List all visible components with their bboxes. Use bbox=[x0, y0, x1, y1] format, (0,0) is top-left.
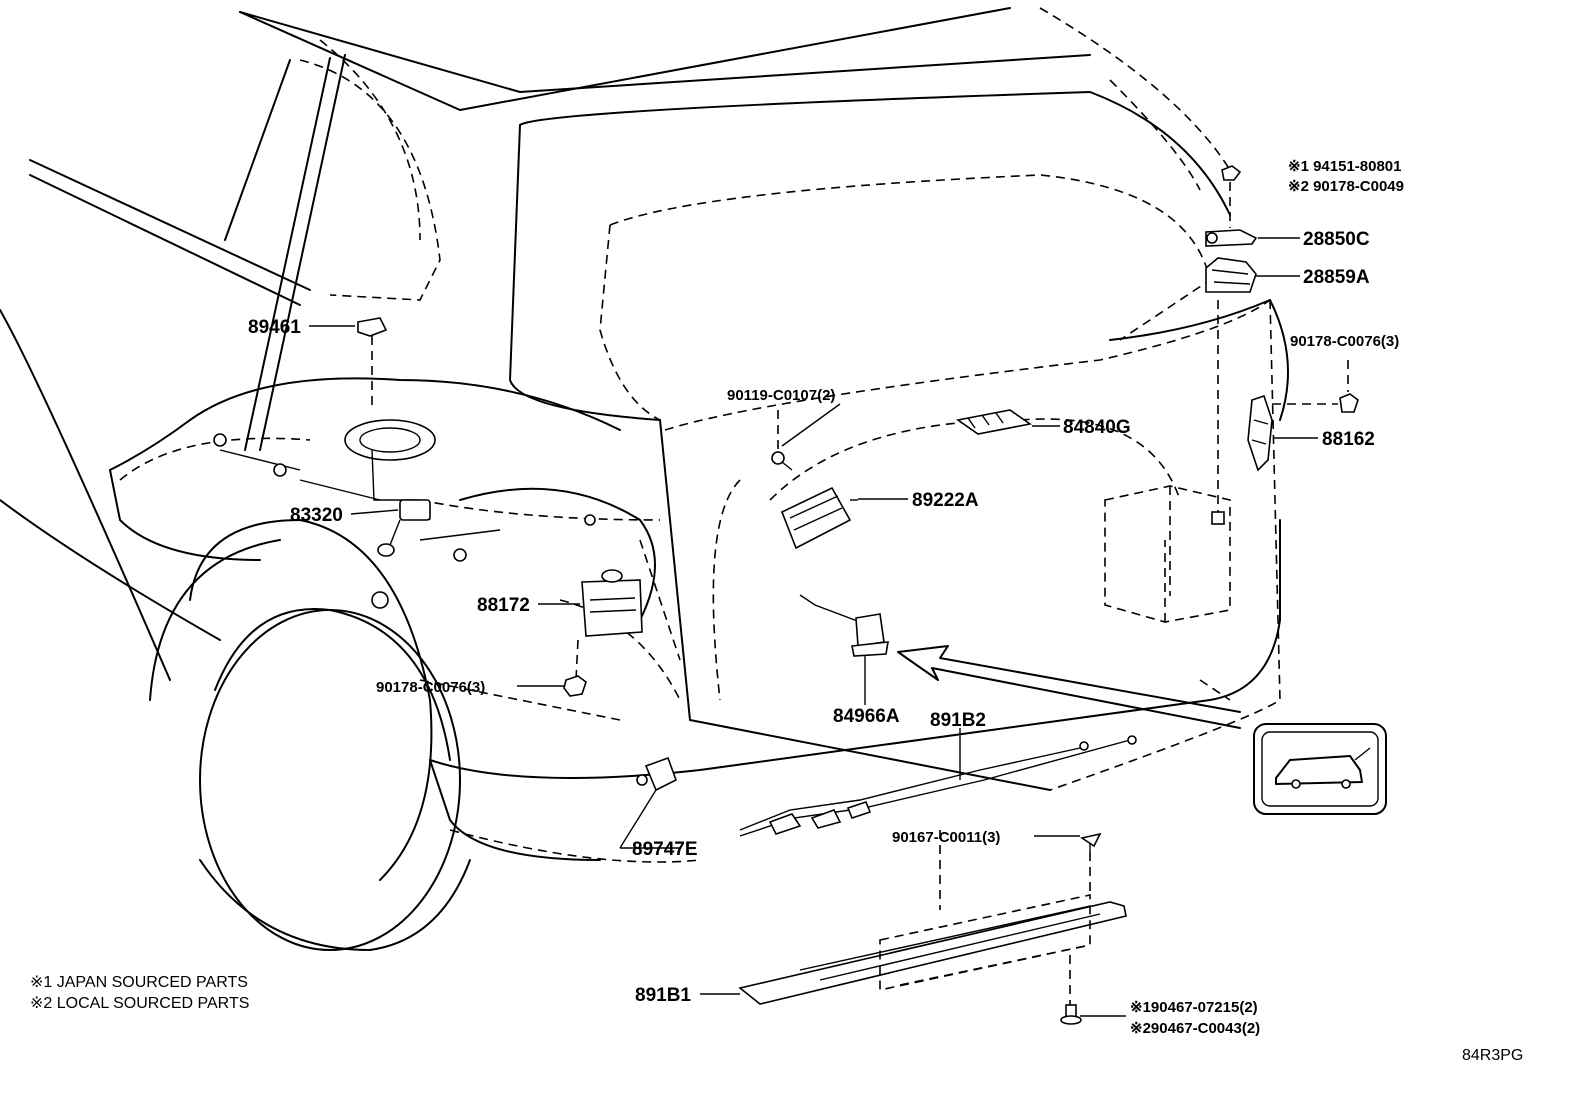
part-90467-bolt bbox=[1060, 1004, 1082, 1025]
label-90178-C0049: ※2 90178-C0049 bbox=[1288, 178, 1404, 195]
label-891B2: 891B2 bbox=[930, 710, 986, 731]
part-28859A-shape bbox=[1205, 257, 1257, 293]
floor-pan bbox=[109, 377, 656, 621]
label-90178-C0076-right: 90178-C0076(3) bbox=[1290, 333, 1399, 350]
label-28850C: 28850C bbox=[1303, 229, 1370, 250]
note-local-sourced: ※2 LOCAL SOURCED PARTS bbox=[30, 995, 249, 1012]
label-88162: 88162 bbox=[1322, 429, 1375, 450]
part-28850C-shape bbox=[1205, 165, 1258, 247]
part-88162-shape bbox=[1247, 394, 1338, 472]
battery-box bbox=[1104, 300, 1231, 623]
rear-car-view-icon bbox=[1253, 723, 1387, 815]
view-direction-arrow bbox=[897, 645, 1241, 729]
label-89461: 89461 bbox=[248, 317, 301, 338]
label-891B1: 891B1 bbox=[635, 985, 691, 1006]
label-89222A: 89222A bbox=[912, 490, 979, 511]
label-88172: 88172 bbox=[477, 595, 530, 616]
vehicle-body-outline bbox=[0, 7, 1289, 863]
part-83320-shape bbox=[371, 449, 431, 557]
part-88172-shape bbox=[575, 569, 643, 681]
part-84966A-shape bbox=[799, 594, 889, 657]
drawing-code: 84R3PG bbox=[1462, 1047, 1523, 1064]
part-89461-shape bbox=[357, 317, 388, 410]
label-90467-07215: ※190467-07215(2) bbox=[1130, 999, 1258, 1016]
label-84966A: 84966A bbox=[833, 706, 900, 727]
part-891B2-harness bbox=[739, 735, 1137, 910]
label-84840G: 84840G bbox=[1063, 417, 1131, 438]
label-90119-C0107: 90119-C0107(2) bbox=[727, 387, 835, 404]
label-28859A: 28859A bbox=[1303, 267, 1370, 288]
label-89747E: 89747E bbox=[632, 839, 698, 860]
part-89222A-shape bbox=[780, 486, 858, 550]
part-90167-clip bbox=[1079, 832, 1102, 852]
label-90167-C0011: 90167-C0011(3) bbox=[892, 829, 1000, 846]
leader-lines bbox=[309, 237, 1318, 1017]
part-90178-nut-left bbox=[563, 675, 587, 697]
part-891B1-bracket bbox=[738, 852, 1127, 1005]
label-90467-C0043: ※290467-C0043(2) bbox=[1130, 1020, 1260, 1037]
part-89747E-shape bbox=[636, 756, 677, 792]
rear-wheel bbox=[149, 519, 471, 951]
note-japan-sourced: ※1 JAPAN SOURCED PARTS bbox=[30, 974, 248, 991]
part-84840G-shape bbox=[955, 409, 1033, 435]
part-90119-bolt bbox=[771, 410, 793, 471]
label-90178-C0076-left: 90178-C0076(3) bbox=[376, 679, 485, 696]
part-90178-nut-right bbox=[1339, 360, 1359, 413]
label-83320: 83320 bbox=[290, 505, 343, 526]
label-94151-80801: ※1 94151-80801 bbox=[1288, 158, 1402, 175]
